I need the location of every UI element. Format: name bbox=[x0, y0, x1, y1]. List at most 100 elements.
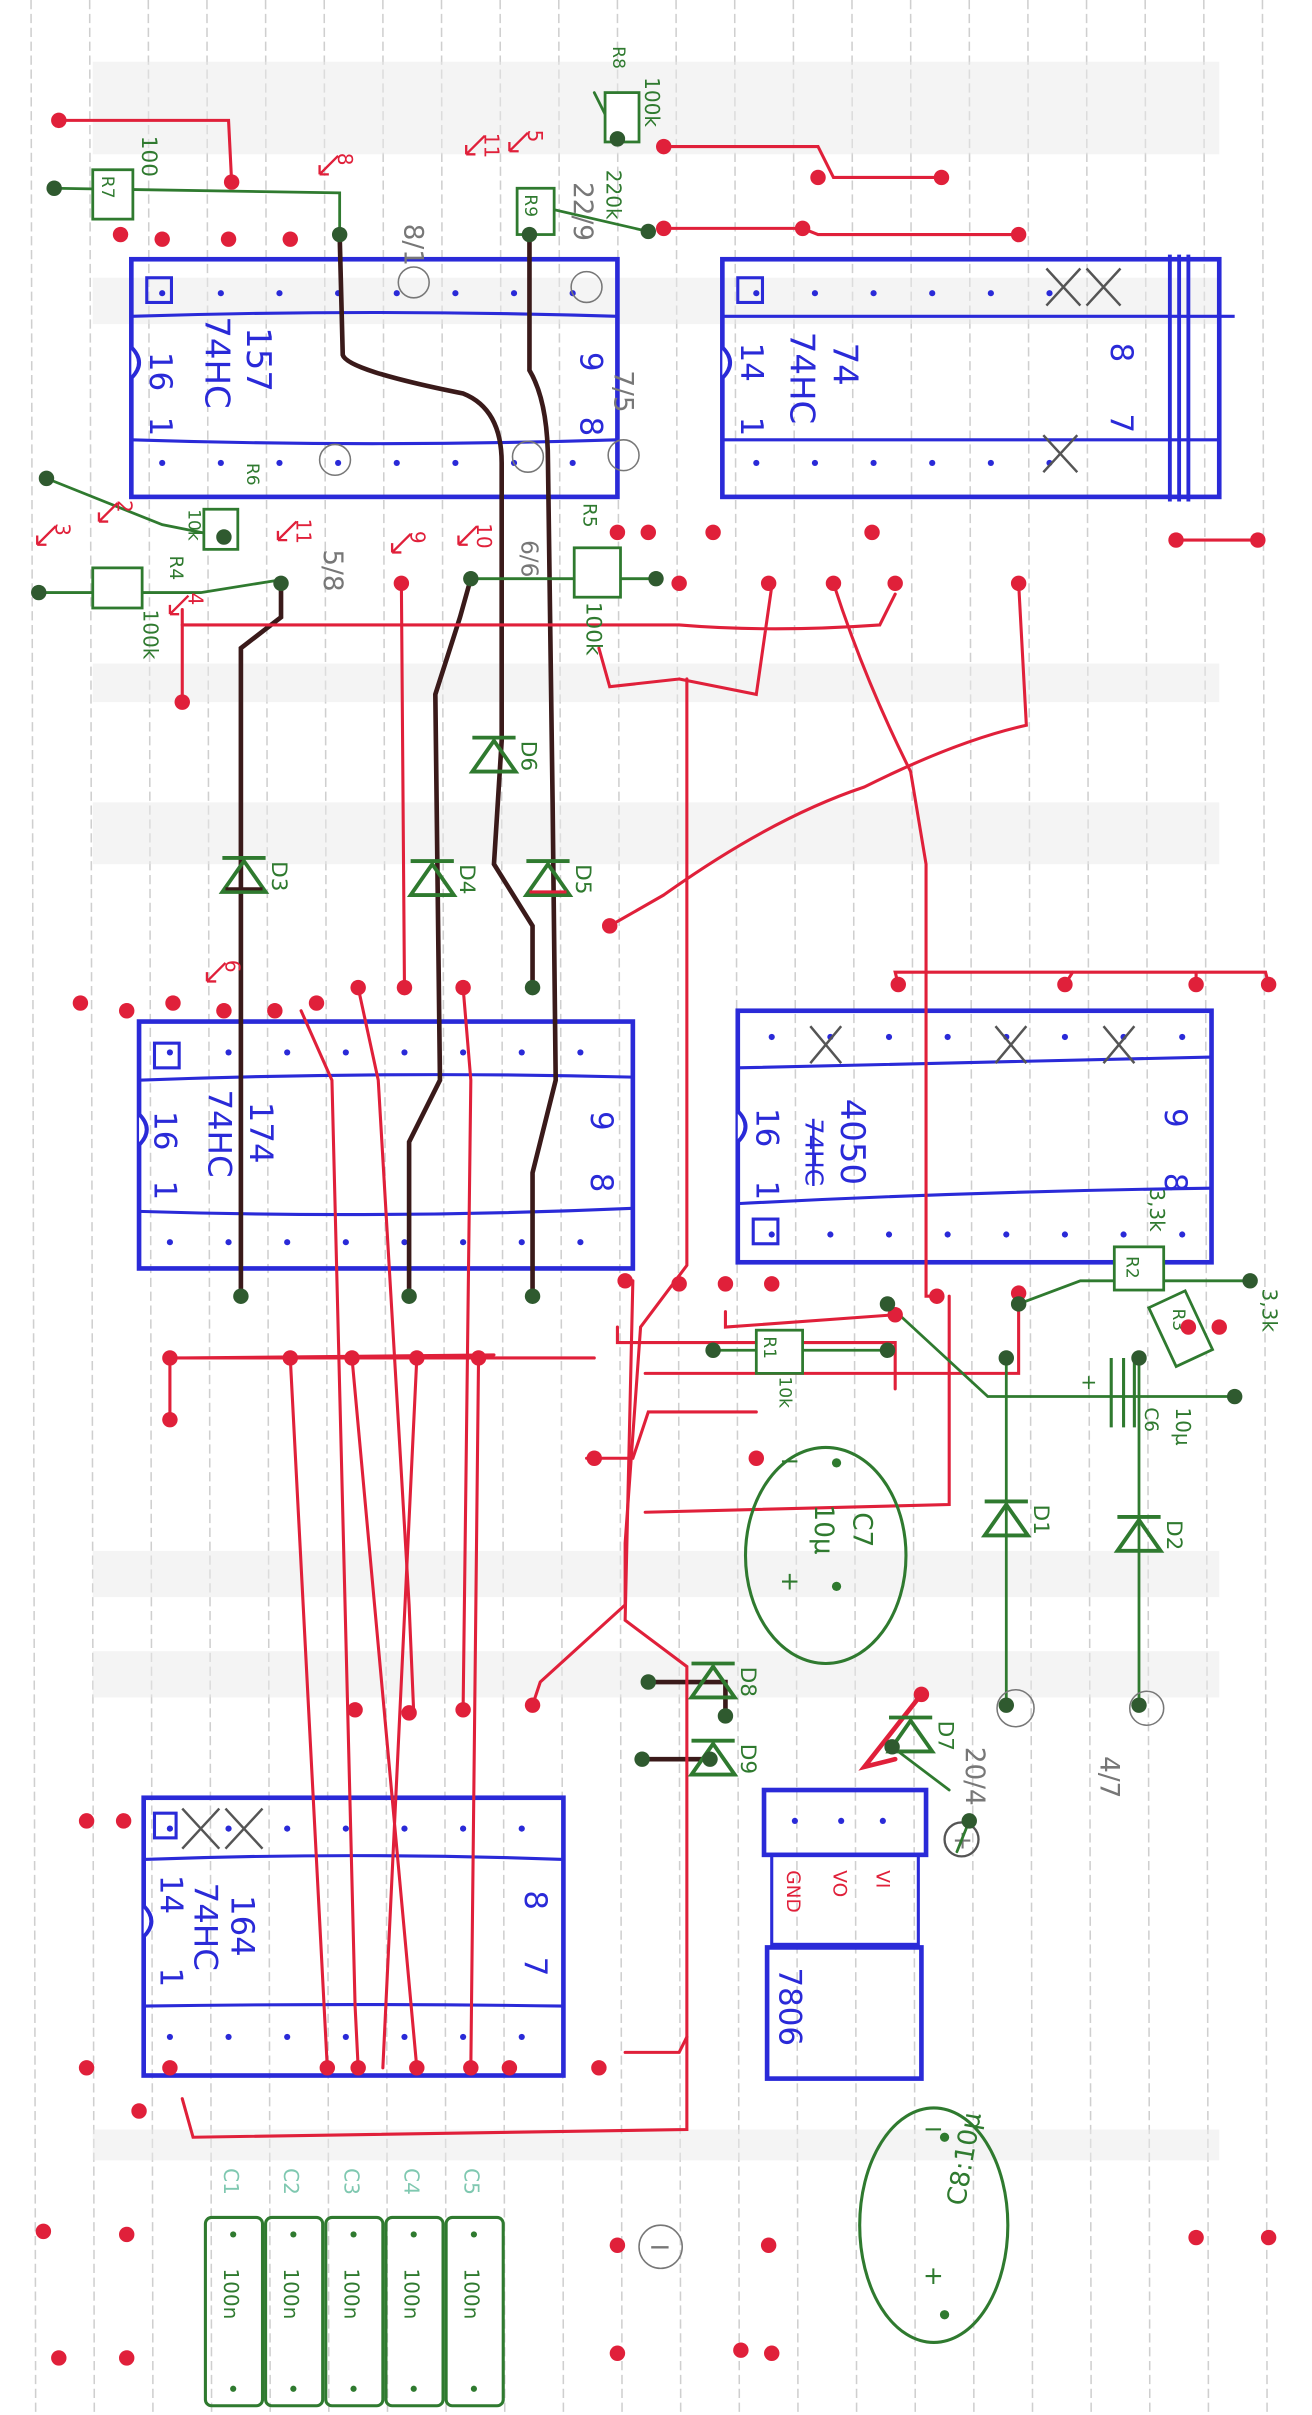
solder-pad bbox=[282, 231, 298, 247]
ic-pin bbox=[335, 459, 342, 467]
regulator-pin-vo: VO bbox=[828, 1870, 849, 1897]
solder-pad bbox=[31, 584, 47, 601]
grid-line bbox=[1261, 0, 1268, 2415]
ic-pin bbox=[577, 1049, 584, 1056]
ic-part-number: 74HC bbox=[200, 1089, 238, 1177]
solder-pad bbox=[51, 112, 67, 129]
solder-pad bbox=[273, 575, 289, 592]
diode-label: D1 bbox=[1028, 1505, 1053, 1535]
ic-part-number: 74HC bbox=[187, 1883, 225, 1971]
solder-pads bbox=[31, 112, 1277, 2366]
ic-pin bbox=[225, 1049, 232, 1056]
diode-d2: D2 bbox=[1113, 1514, 1186, 1553]
pin-arrow: 11 bbox=[465, 133, 504, 159]
ic-pin bbox=[827, 1231, 834, 1238]
solder-pad bbox=[601, 918, 618, 934]
ic-pin bbox=[518, 2033, 525, 2041]
grid-line bbox=[968, 0, 975, 2415]
solder-pad bbox=[591, 2060, 607, 2076]
ic-pin bbox=[518, 1049, 525, 1056]
pin-arrow: 3 bbox=[36, 523, 75, 546]
diode-d8: D8 bbox=[687, 1661, 760, 1700]
solder-pad bbox=[1260, 2229, 1277, 2246]
ic-pin bbox=[929, 290, 936, 297]
ic-pin bbox=[276, 459, 283, 467]
solder-pad bbox=[331, 226, 348, 243]
ic-pin bbox=[225, 1825, 232, 1832]
ic-part-number: 164 bbox=[224, 1895, 262, 1957]
solder-pad bbox=[609, 131, 626, 147]
wiring bbox=[37, 91, 1271, 2139]
solder-pad bbox=[1242, 1273, 1258, 1289]
solder-pad bbox=[267, 1003, 283, 1019]
ic-pin bbox=[987, 290, 994, 297]
ic-part-number: 157 bbox=[238, 327, 278, 392]
solder-pad bbox=[717, 1708, 734, 1724]
solder-pad bbox=[998, 1350, 1015, 1366]
ic-pin bbox=[342, 1825, 349, 1832]
ic-pin bbox=[460, 1049, 467, 1056]
ic-pin-label: 8 bbox=[583, 1173, 619, 1193]
diode-label: D8 bbox=[735, 1667, 760, 1697]
pin-arrow-label: 11 bbox=[480, 133, 504, 159]
capacitor-value: 10µ bbox=[1171, 1407, 1195, 1446]
solder-pad bbox=[733, 2342, 749, 2358]
ic-pin bbox=[518, 1239, 525, 1246]
solder-pad bbox=[220, 231, 237, 247]
grid-line bbox=[30, 0, 37, 2415]
resistor-value: 100k bbox=[640, 77, 664, 127]
solder-pad bbox=[705, 524, 721, 541]
capacitor-ref: C1 bbox=[219, 2168, 243, 2195]
ic-pin bbox=[276, 290, 283, 297]
solder-pad bbox=[78, 1813, 95, 1829]
ic-pin bbox=[166, 2033, 173, 2041]
ic-pin bbox=[753, 290, 760, 297]
solder-pad bbox=[216, 1003, 232, 1019]
solder-pad bbox=[890, 976, 906, 993]
ic-pin bbox=[569, 459, 576, 467]
ic-pin bbox=[393, 290, 400, 297]
ic-pin-label: 1 bbox=[733, 417, 769, 437]
resistor-r4: R4 100k bbox=[91, 556, 186, 660]
grid-line bbox=[1203, 0, 1210, 2415]
resistor-value: 3,3k bbox=[1145, 1188, 1169, 1232]
diode-label: D4 bbox=[454, 864, 479, 894]
ic-pin-label: 9 bbox=[572, 352, 608, 372]
pin-arrow: 9 bbox=[390, 531, 430, 554]
ic-pin-label: 16 bbox=[146, 1111, 182, 1150]
pin-arrow-label: 9 bbox=[406, 531, 430, 544]
resistor-ref: R7 bbox=[97, 176, 117, 199]
solder-pad bbox=[764, 1276, 780, 1292]
diode-label: D3 bbox=[266, 861, 291, 891]
note-label: 22/9 bbox=[567, 182, 597, 241]
paper-shading bbox=[92, 1550, 1220, 1598]
ic-pin-label: 7 bbox=[1103, 414, 1139, 434]
solder-pad bbox=[748, 1450, 765, 1466]
solder-pad bbox=[463, 570, 479, 587]
pin-arrow: 2 bbox=[97, 500, 136, 523]
ic-pin bbox=[460, 2033, 467, 2041]
pin-arrow: 11 bbox=[276, 518, 315, 544]
solder-pad bbox=[154, 231, 170, 247]
ic-4050: 16 1 74HC 4050 9 8 bbox=[735, 1008, 1214, 1265]
solder-pad bbox=[1188, 2229, 1204, 2246]
regulator-pin-gnd: GND bbox=[782, 1870, 803, 1912]
ic-pin bbox=[217, 459, 224, 467]
solder-pad bbox=[887, 1307, 903, 1323]
ic-pin bbox=[460, 1825, 467, 1832]
solder-pad bbox=[702, 1751, 718, 1767]
solder-pad bbox=[864, 524, 880, 541]
capacitor-ref: C6 bbox=[1140, 1407, 1161, 1432]
ic-pin bbox=[870, 459, 877, 467]
ic-74hc164: 14 1 74HC 164 8 7 bbox=[141, 1795, 566, 2078]
solder-pad bbox=[1260, 976, 1277, 993]
solder-pad bbox=[38, 470, 55, 487]
resistor-ref: R9 bbox=[520, 194, 540, 217]
ic-pin bbox=[225, 2033, 232, 2041]
paper-shading bbox=[92, 2129, 1220, 2161]
resistor-ref: R6 bbox=[242, 463, 262, 486]
ic-pin bbox=[1120, 1231, 1127, 1238]
ic-part-number: 74 bbox=[824, 343, 864, 386]
